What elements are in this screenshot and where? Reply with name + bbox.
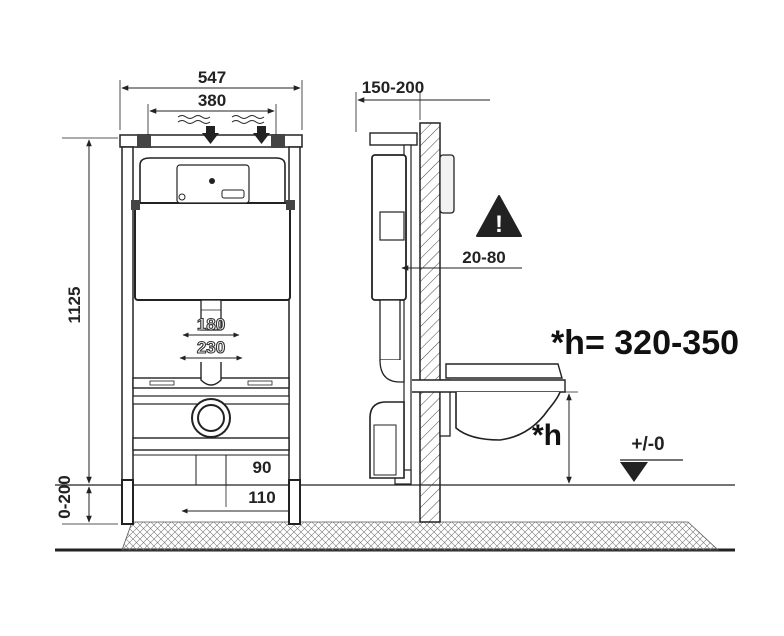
dimension-h: *h bbox=[532, 391, 578, 484]
water-inlet-arrows bbox=[177, 115, 270, 144]
wall-section bbox=[419, 122, 441, 523]
dimension-20-80: 20-80 bbox=[401, 248, 522, 271]
warning-triangle-icon: ! bbox=[476, 195, 522, 238]
dimension-180: 180 bbox=[182, 314, 240, 338]
dimension-label-180: 180 bbox=[197, 315, 225, 334]
dimension-90: 90 bbox=[225, 458, 272, 507]
floor bbox=[55, 484, 735, 552]
dimension-150-200: 150-200 bbox=[355, 78, 490, 132]
h-formula-label: *h= 320-350 bbox=[551, 324, 739, 362]
dimension-label-90: 90 bbox=[253, 458, 272, 477]
wall-hung-toilet bbox=[412, 363, 566, 441]
dimension-label-380: 380 bbox=[198, 91, 226, 110]
dimension-label-1125: 1125 bbox=[65, 287, 84, 324]
dimension-label-547: 547 bbox=[198, 68, 226, 87]
dimension-380: 380 bbox=[147, 91, 277, 135]
side-view-frame bbox=[369, 132, 418, 485]
dimension-1125: 1125 bbox=[62, 137, 118, 484]
drain-outlet-front bbox=[191, 398, 231, 485]
dimension-110: 110 bbox=[181, 488, 288, 514]
h-marker-label: *h bbox=[532, 419, 562, 452]
floor-level-icon: +/-0 bbox=[620, 434, 683, 482]
warning-glyph: ! bbox=[495, 211, 503, 238]
dimension-547: 547 bbox=[119, 68, 303, 130]
dimension-label-230: 230 bbox=[197, 338, 225, 357]
dimension-label-20-80: 20-80 bbox=[462, 248, 505, 267]
dimension-0-200: 0-200 bbox=[55, 475, 118, 525]
dimension-label-0-200: 0-200 bbox=[55, 475, 74, 518]
floor-level-label: +/-0 bbox=[631, 434, 664, 455]
cistern-front bbox=[131, 157, 295, 386]
dimension-230: 230 bbox=[179, 337, 243, 361]
dimension-label-150-200: 150-200 bbox=[362, 78, 424, 97]
dimension-label-110: 110 bbox=[248, 488, 275, 507]
cistern-side bbox=[369, 154, 455, 479]
